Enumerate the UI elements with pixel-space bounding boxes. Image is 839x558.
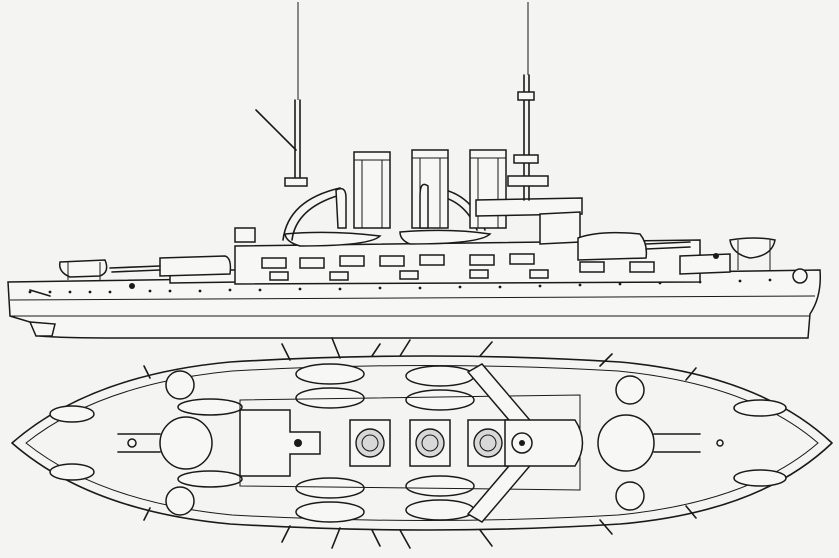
funnel-1 — [353, 151, 391, 229]
boat-crane-aft — [282, 187, 341, 241]
aft-turret — [159, 255, 232, 277]
boat-booms — [143, 337, 697, 549]
plan-view — [11, 337, 833, 549]
forward-turret — [577, 231, 648, 261]
hull-plan-outline — [11, 355, 833, 531]
deck-boat — [284, 231, 382, 247]
forward-gun-barrel — [645, 241, 691, 245]
aft-turret-plan — [159, 416, 213, 470]
hawse-hole — [792, 268, 808, 284]
aft-gun-barrel — [109, 265, 161, 269]
side-profile-view — [7, 2, 822, 339]
forward-turret-plan — [597, 414, 655, 472]
gaff — [255, 109, 297, 151]
deck-boat — [399, 229, 492, 245]
casemate-gun-ports — [261, 253, 655, 281]
funnels-plan — [349, 419, 509, 467]
boats-plan — [49, 363, 787, 523]
funnel-2 — [411, 149, 449, 229]
